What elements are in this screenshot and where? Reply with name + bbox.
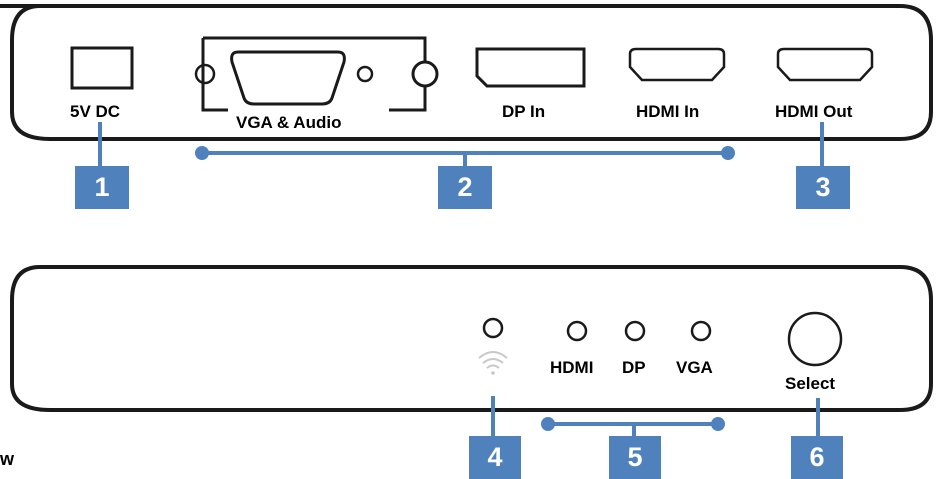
vga-audio-label: VGA & Audio xyxy=(236,113,342,132)
dp-led-label: DP xyxy=(622,358,646,377)
callout-badge-1: 1 xyxy=(75,166,129,209)
hdmi-out-port-icon xyxy=(776,47,874,82)
callout-badge-4: 4 xyxy=(469,436,521,479)
front-panel-outline xyxy=(10,265,933,412)
wifi-icon xyxy=(478,351,508,375)
select-button-label: Select xyxy=(785,374,836,393)
callout-badge-6: 6 xyxy=(791,436,843,479)
vga-led-label: VGA xyxy=(676,358,713,377)
callout-2-dot-left xyxy=(195,146,209,160)
wireless-led-icon xyxy=(482,317,504,339)
vga-connector-icon xyxy=(230,50,346,106)
callout-5-dot-left xyxy=(541,417,555,431)
hdmi-in-label: HDMI In xyxy=(636,102,700,121)
power-port-label: 5V DC xyxy=(70,102,121,121)
power-port-icon xyxy=(70,46,134,90)
callout-badge-5: 5 xyxy=(609,436,661,479)
callout-5-dot-right xyxy=(711,417,725,431)
select-button-icon xyxy=(787,311,843,367)
vga-led-icon xyxy=(690,320,712,342)
dp-led-icon xyxy=(624,320,646,342)
dp-port-icon xyxy=(475,47,586,88)
callout-badge-2: 2 xyxy=(438,166,492,209)
callout-2-dot-right xyxy=(721,146,735,160)
rear-panel-outline xyxy=(0,4,933,141)
vga-screw-right-icon xyxy=(411,60,439,88)
hdmi-led-label: HDMI xyxy=(550,358,594,377)
hdmi-in-port-icon xyxy=(628,47,726,82)
hdmi-out-label: HDMI Out xyxy=(775,102,853,121)
vga-screw-left-icon xyxy=(194,63,216,85)
callout-badge-3: 3 xyxy=(796,166,850,209)
hdmi-led-icon xyxy=(566,320,588,342)
audio-jack-icon xyxy=(356,65,374,83)
cropped-heading-text: w xyxy=(0,449,15,469)
dp-in-label: DP In xyxy=(502,102,546,121)
